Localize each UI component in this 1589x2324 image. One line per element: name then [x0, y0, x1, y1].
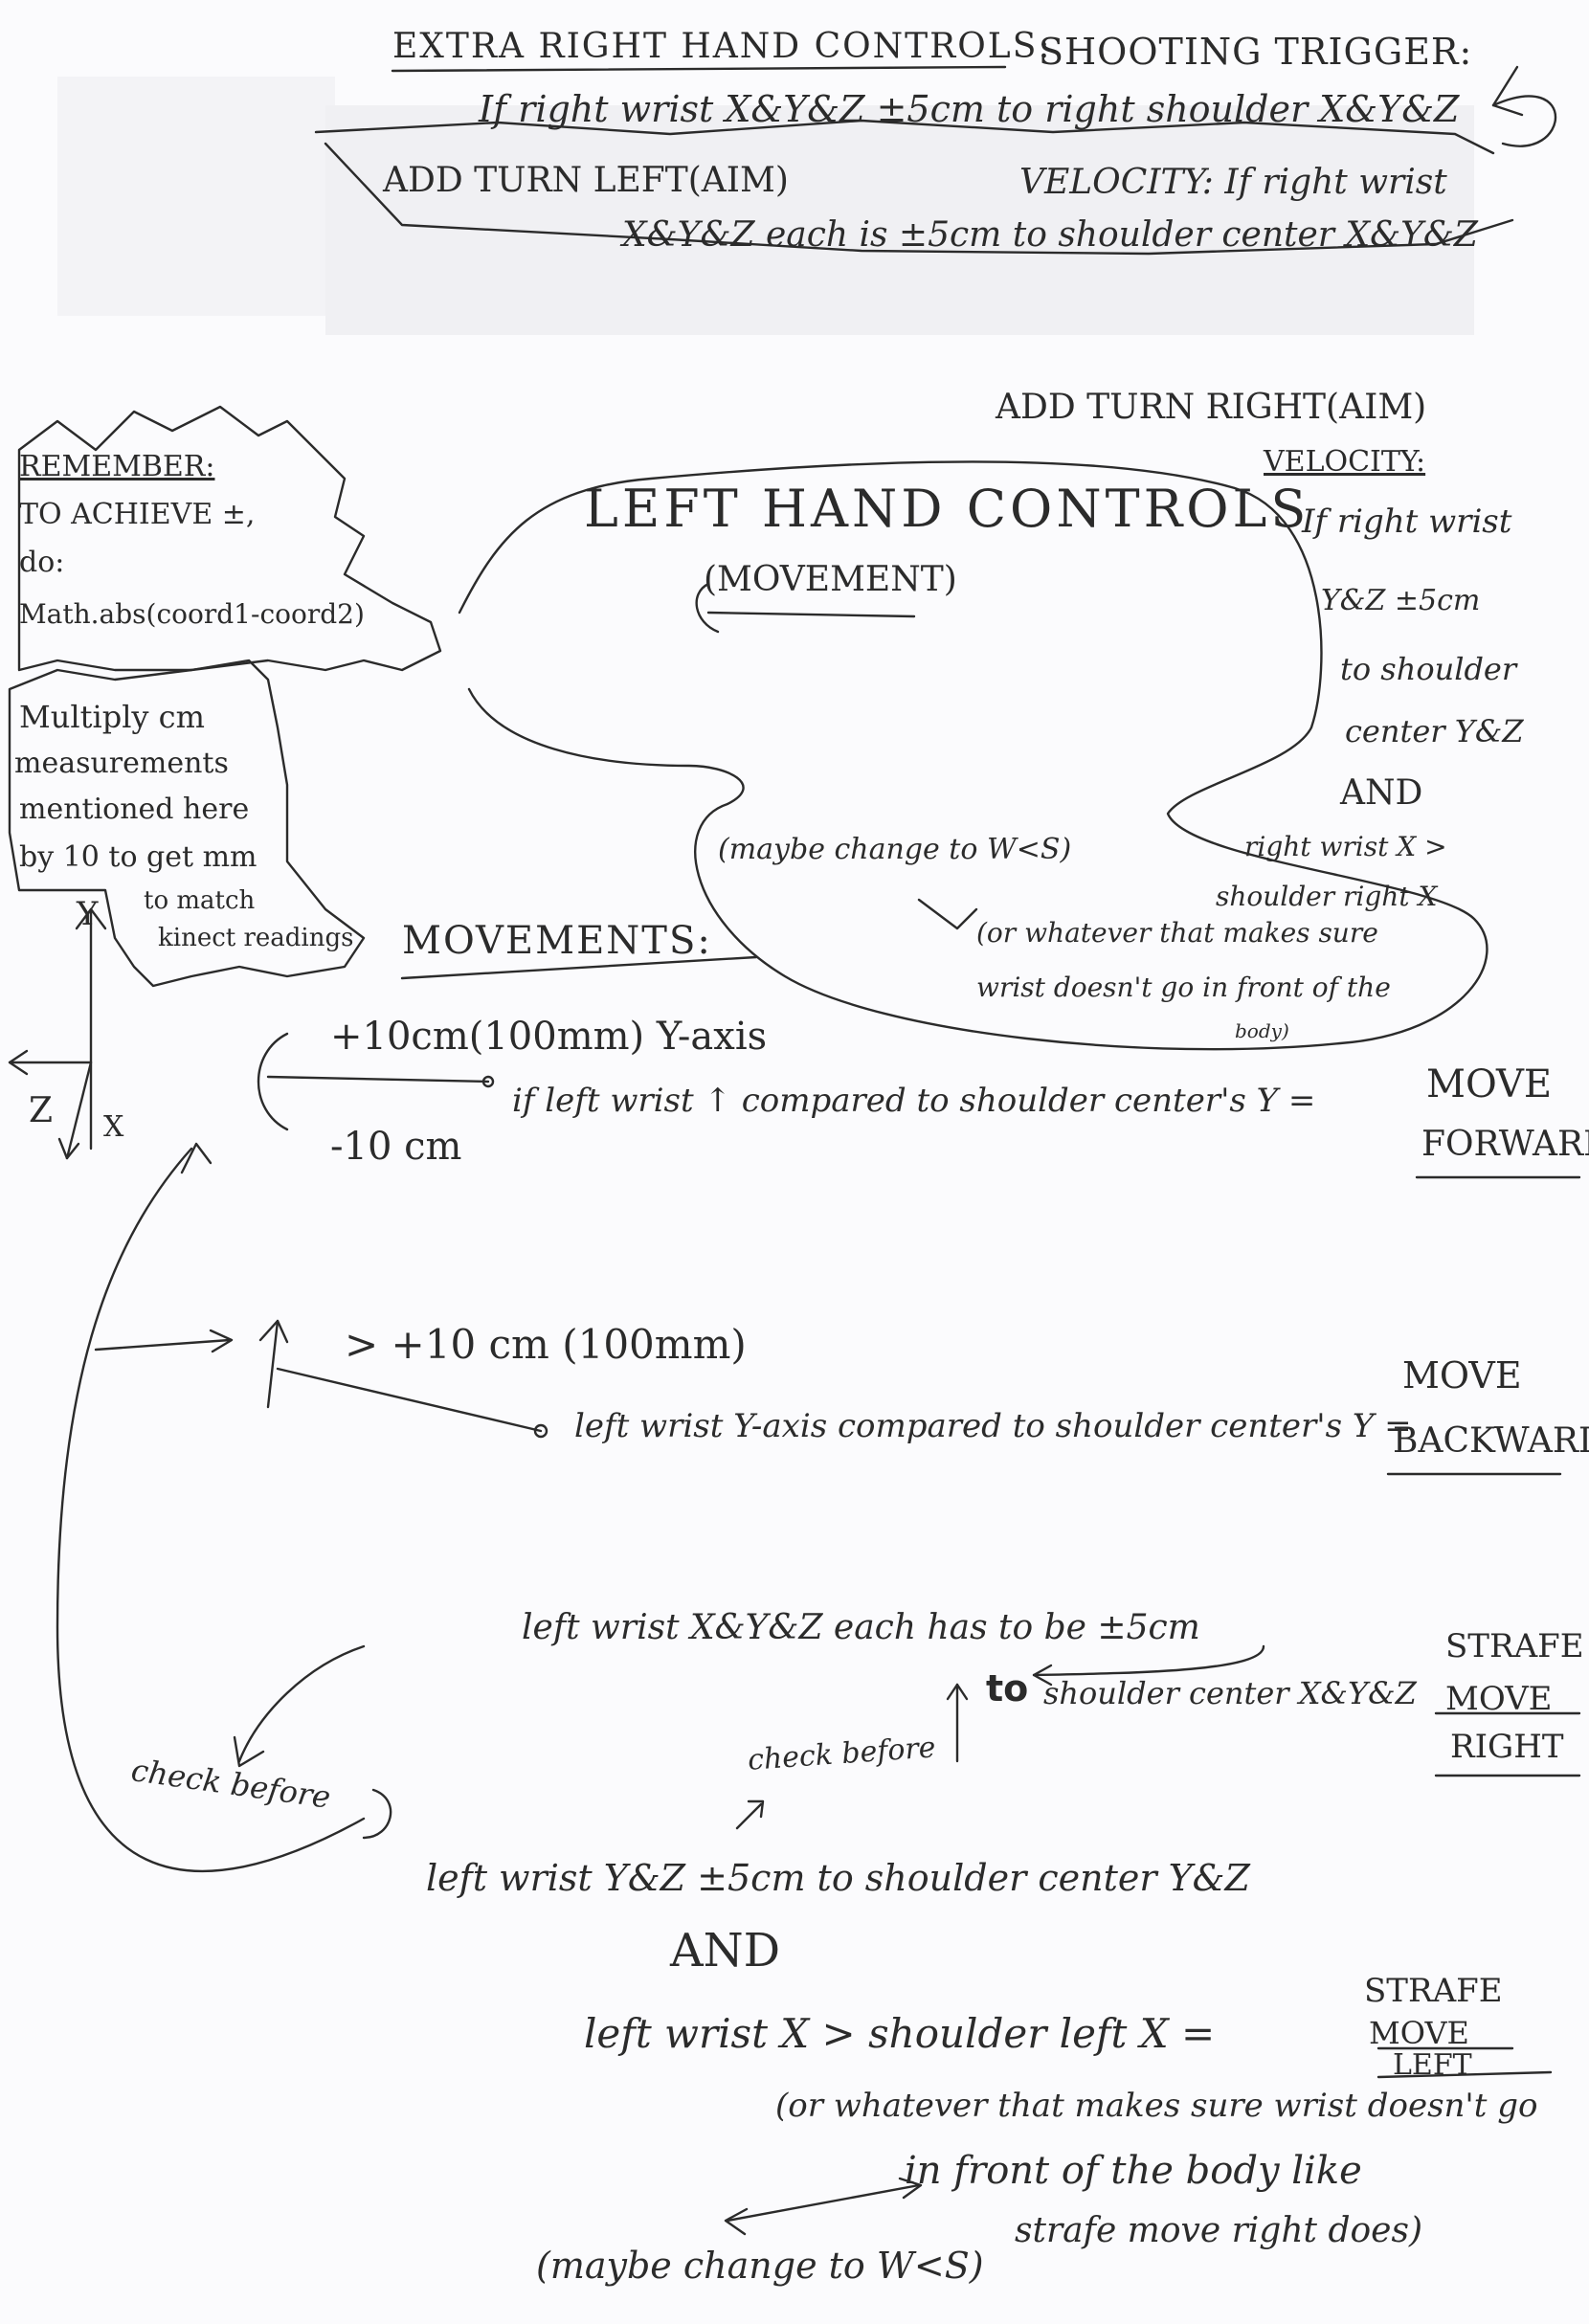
multiply-line2: measurements — [14, 747, 229, 780]
multiply-line6: kinect readings — [158, 924, 354, 952]
forward-label-2: FORWARD — [1421, 1125, 1589, 1164]
check-before-left: check before — [128, 1752, 333, 1816]
strafe-left-label-1: STRAFE — [1364, 1972, 1503, 2010]
velocity-right-and: AND — [1340, 773, 1423, 813]
velocity-right-r1: If right wrist — [1302, 503, 1512, 541]
strafe-right-label-2: MOVE — [1445, 1680, 1553, 1718]
forward-range-top: +10cm(100mm) Y-axis — [330, 1015, 768, 1059]
strafe-right-rule-1: left wrist X&Y&Z each has to be ±5cm — [522, 1608, 1200, 1647]
whatever-top-3: body) — [1235, 1019, 1289, 1042]
forward-range-bottom: -10 cm — [330, 1125, 462, 1169]
multiply-line1: Multiply cm — [19, 699, 205, 735]
forward-label-1: MOVE — [1426, 1062, 1553, 1106]
strafe-right-label-1: STRAFE — [1445, 1627, 1584, 1665]
extra-right-hand-heading: EXTRA RIGHT HAND CONTROLS: — [392, 27, 1052, 66]
backward-rule: left wrist Y-axis compared to shoulder c… — [574, 1407, 1412, 1445]
remember-line1: TO ACHIEVE ±, — [19, 498, 256, 531]
strafe-left-maybe: (maybe change to W<S) — [536, 2245, 984, 2287]
add-turn-left: ADD TURN LEFT(AIM) — [383, 161, 789, 200]
backward-label-1: MOVE — [1402, 1354, 1522, 1397]
backward-range: > +10 cm (100mm) — [345, 1321, 747, 1368]
remember-line2: do: — [19, 546, 65, 579]
strafe-left-rule-2: left wrist X > shoulder left X = — [584, 2010, 1216, 2057]
multiply-line3: mentioned here — [19, 793, 250, 826]
axis-z-label: Z — [29, 1091, 54, 1130]
remember-line3: Math.abs(coord1-coord2) — [19, 598, 365, 630]
velocity-left-rule: X&Y&Z each is ±5cm to shoulder center X&… — [622, 215, 1478, 255]
velocity-right-r4: center Y&Z — [1345, 713, 1524, 749]
shooting-trigger-heading: SHOOTING TRIGGER: — [1039, 31, 1473, 73]
multiply-line5: to match — [144, 886, 256, 915]
velocity-left: VELOCITY: If right wrist — [1019, 163, 1447, 202]
backward-label-2: BACKWARD — [1393, 1421, 1589, 1461]
velocity-right-r6: right wrist X > — [1244, 831, 1447, 862]
strafe-right-to: to — [986, 1667, 1029, 1709]
left-hand-controls-title: LEFT HAND CONTROLS — [584, 479, 1310, 539]
strafe-left-note-3: strafe move right does) — [1015, 2211, 1422, 2250]
scan-artifact — [57, 77, 335, 316]
velocity-right-r3: to shoulder — [1340, 651, 1517, 687]
strafe-left-label-2: MOVE — [1369, 2015, 1469, 2051]
multiply-line4: by 10 to get mm — [19, 840, 257, 874]
velocity-right-r2: Y&Z ±5cm — [1321, 584, 1481, 617]
add-turn-right: ADD TURN RIGHT(AIM) — [996, 388, 1427, 427]
strafe-right-label-3: RIGHT — [1450, 1728, 1564, 1766]
axis-x-label: X — [103, 1110, 124, 1144]
strafe-left-rule-1: left wrist Y&Z ±5cm to shoulder center Y… — [426, 1857, 1250, 1899]
shooting-trigger-rule: If right wrist X&Y&Z ±5cm to right shoul… — [479, 88, 1460, 130]
velocity-right-r7: shoulder right X — [1216, 881, 1438, 912]
remember-title: REMEMBER: — [19, 450, 215, 483]
velocity-right-heading: VELOCITY: — [1264, 445, 1426, 479]
forward-rule: if left wrist ↑ compared to shoulder cen… — [512, 1082, 1316, 1120]
strafe-left-label-3: LEFT — [1393, 2048, 1472, 2082]
maybe-change-top: (maybe change to W<S) — [718, 833, 1072, 866]
whatever-top-2: wrist doesn't go in front of the — [976, 972, 1391, 1003]
check-before-right: check before — [747, 1731, 937, 1777]
movements-heading: MOVEMENTS: — [402, 919, 712, 963]
strafe-left-note-1: (or whatever that makes sure wrist doesn… — [775, 2087, 1538, 2125]
strafe-left-and: AND — [670, 1924, 781, 1978]
strafe-right-rule-2: shoulder center X&Y&Z — [1043, 1675, 1417, 1711]
strafe-left-note-2: in front of the body like — [905, 2149, 1362, 2193]
whatever-top-1: (or whatever that makes sure — [976, 917, 1378, 949]
axis-y-label: Y — [77, 895, 99, 933]
left-hand-controls-subtitle: (MOVEMENT) — [704, 560, 957, 599]
